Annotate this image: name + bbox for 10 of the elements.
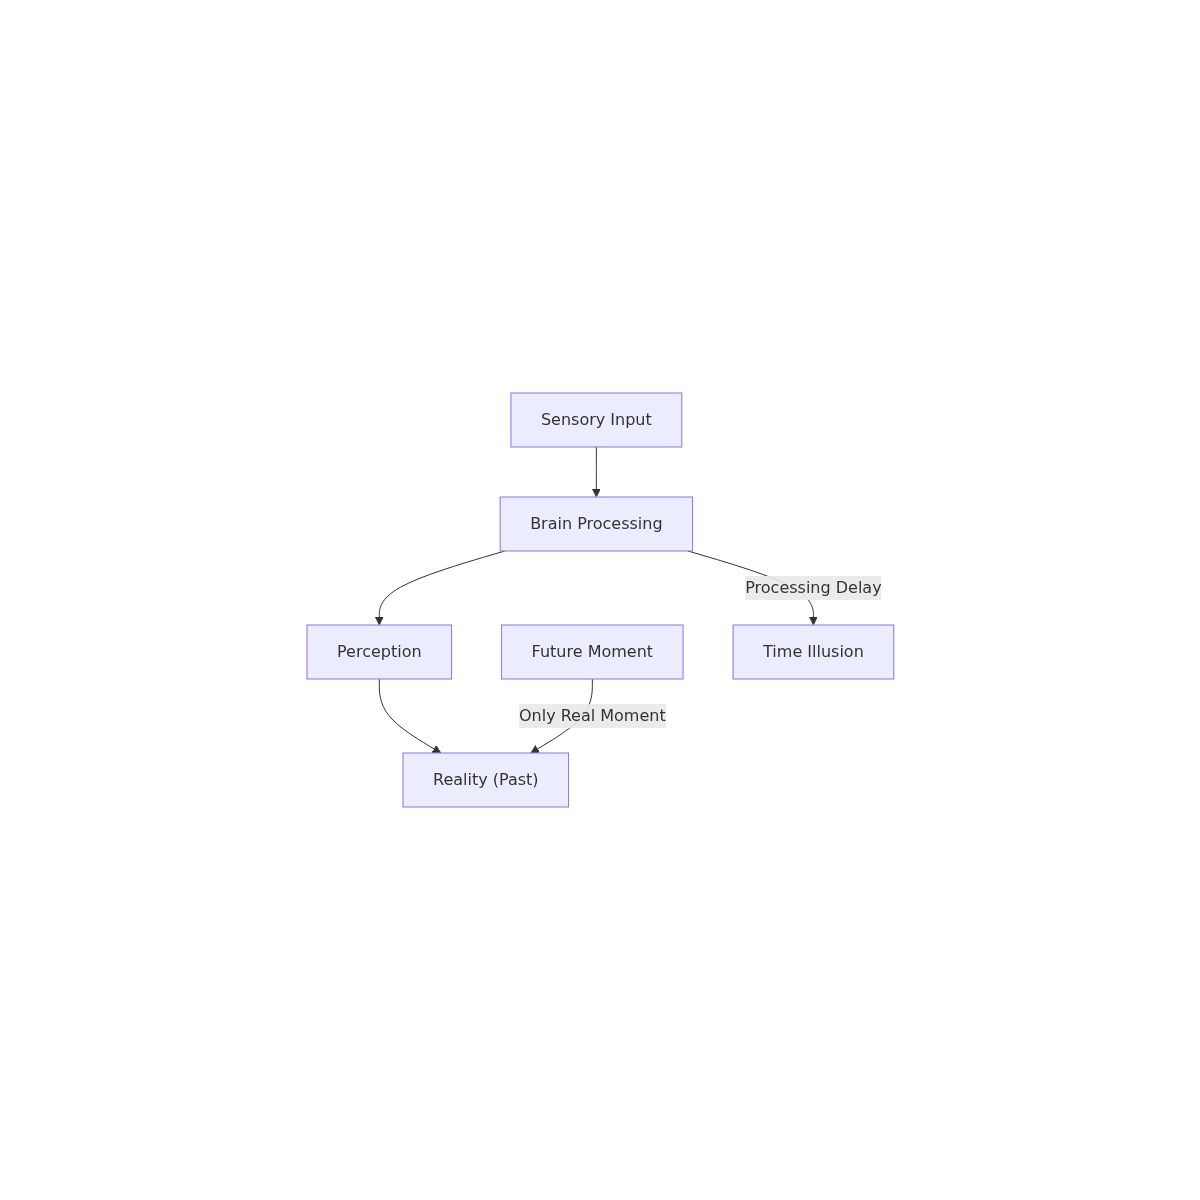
arrow <box>378 678 441 754</box>
node-box: Perception <box>306 624 452 680</box>
arrow <box>591 446 601 498</box>
node-box: Time Illusion <box>732 624 894 680</box>
node-box: Reality (Past) <box>402 752 569 808</box>
node-box: Sensory Input <box>510 392 682 448</box>
edge-label: Processing Delay <box>744 578 882 597</box>
edge-label: Only Real Moment <box>518 706 666 725</box>
node-box: Brain Processing <box>499 496 693 552</box>
node-box: Future Moment <box>500 624 684 680</box>
